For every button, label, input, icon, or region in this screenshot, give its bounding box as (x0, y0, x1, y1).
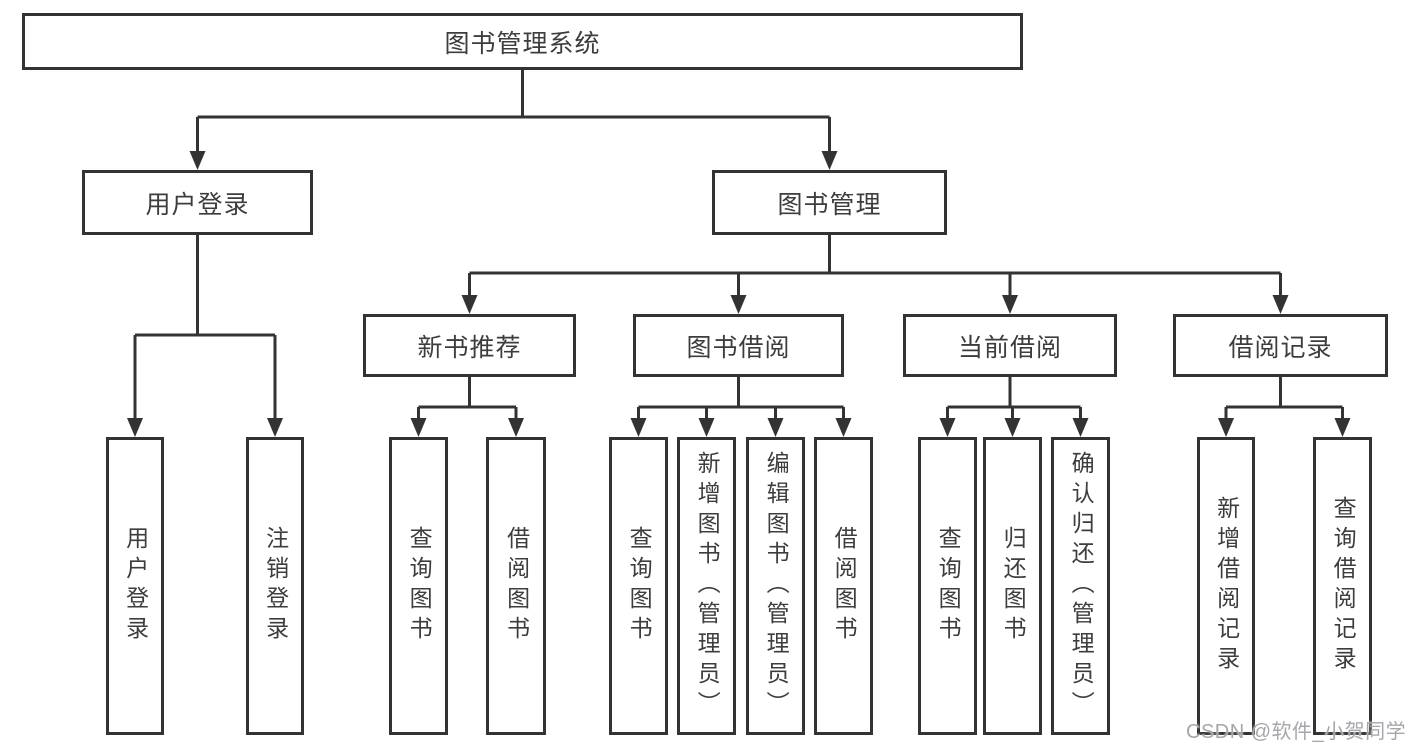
arrowhead-icon (127, 418, 143, 437)
node-leaf-query-book-1: 查询图书 (389, 437, 448, 735)
arrowhead-icon (508, 418, 524, 437)
arrowhead-icon (767, 418, 784, 437)
connector-path (468, 235, 1282, 297)
arrowhead-icon (267, 418, 283, 437)
node-leaf-borrow-book-1: 借阅图书 (486, 437, 546, 735)
arrowhead-icon (1072, 418, 1089, 437)
node-leaf-return-book: 归还图书 (983, 437, 1042, 735)
arrowhead-icon (189, 151, 206, 170)
arrowhead-icon (730, 295, 747, 314)
node-root: 图书管理系统 (22, 13, 1023, 70)
arrowhead-icon (835, 418, 852, 437)
edges-from-new-book-rec (410, 377, 524, 437)
node-leaf-logout: 注销登录 (246, 437, 304, 735)
arrowhead-icon (1272, 295, 1289, 314)
node-leaf-query-book-2: 查询图书 (609, 437, 668, 735)
watermark: CSDN @软件_小贺同学 (1186, 721, 1405, 743)
node-borrow-records: 借阅记录 (1173, 314, 1388, 377)
connector-path (637, 377, 845, 420)
node-leaf-query-book-3: 查询图书 (918, 437, 977, 735)
edges-from-book-borrow (630, 377, 852, 437)
edges-from-root (189, 70, 838, 170)
connector-path (946, 377, 1082, 420)
node-leaf-user-login: 用户登录 (106, 437, 164, 735)
arrowhead-icon (630, 418, 647, 437)
edges-from-borrow-records (1218, 377, 1351, 437)
node-leaf-edit-book: 编辑图书（管理员） (746, 437, 805, 735)
node-new-book-rec: 新书推荐 (363, 314, 576, 377)
node-book-mgmt: 图书管理 (712, 170, 947, 235)
edges-from-current-borrow (939, 377, 1089, 437)
edges-from-book-mgmt (461, 235, 1289, 314)
node-book-borrow: 图书借阅 (633, 314, 844, 377)
arrowhead-icon (410, 418, 427, 437)
edges-from-user-login (127, 235, 283, 437)
node-leaf-add-book: 新增图书（管理员） (677, 437, 736, 735)
connector-path (133, 235, 277, 420)
node-user-login: 用户登录 (82, 170, 313, 235)
node-leaf-query-borrow-record: 查询借阅记录 (1313, 437, 1372, 735)
node-current-borrow: 当前借阅 (903, 314, 1117, 377)
node-leaf-add-borrow-record: 新增借阅记录 (1197, 437, 1255, 735)
arrowhead-icon (461, 295, 478, 314)
arrowhead-icon (939, 418, 956, 437)
arrowhead-icon (821, 151, 838, 170)
arrowhead-icon (1002, 295, 1018, 314)
arrowhead-icon (1218, 418, 1234, 437)
connector-path (196, 70, 831, 153)
arrowhead-icon (1004, 418, 1021, 437)
connector-path (1224, 377, 1344, 420)
arrowhead-icon (1334, 418, 1351, 437)
node-leaf-borrow-book-2: 借阅图书 (814, 437, 873, 735)
connector-path (417, 377, 518, 420)
arrowhead-icon (698, 418, 715, 437)
node-leaf-confirm-return: 确认归还（管理员） (1051, 437, 1110, 735)
